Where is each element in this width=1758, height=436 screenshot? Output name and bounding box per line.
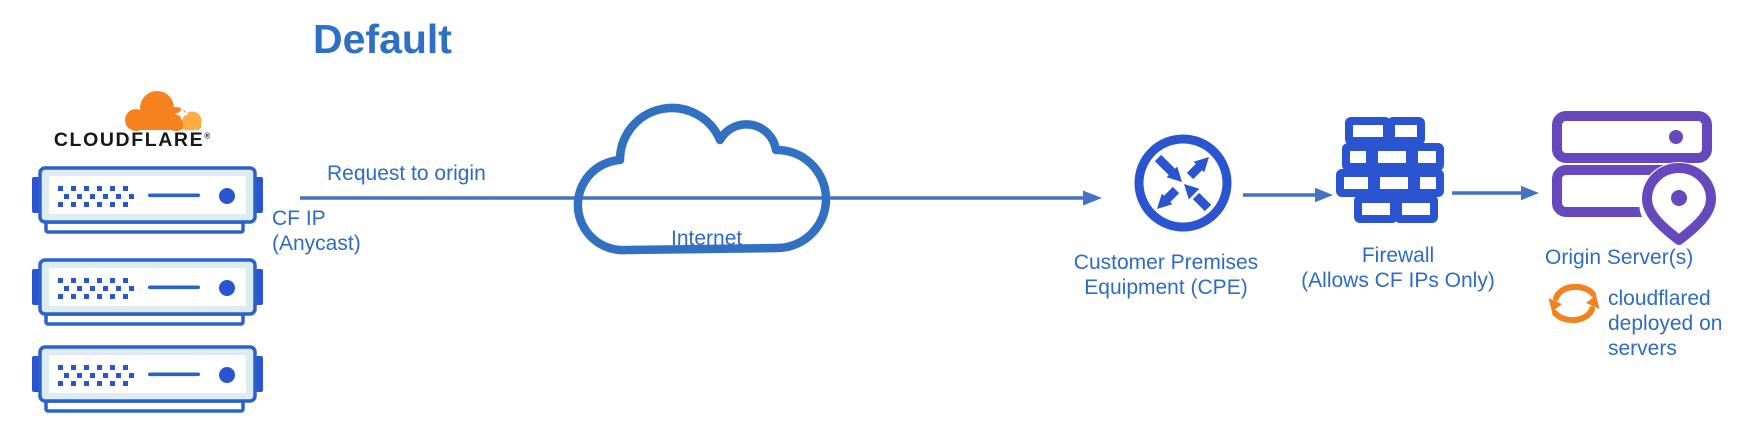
origin-server-icon xyxy=(1552,111,1719,245)
cloudflare-server-icon xyxy=(32,258,263,326)
cloudflare-wordmark: CLOUDFLARE® xyxy=(53,129,211,151)
internet-label: Internet xyxy=(671,227,743,250)
arrowhead-firewall-to-origin xyxy=(1521,185,1539,201)
internet-cloud-icon xyxy=(573,103,831,255)
cloudflare-server-icon xyxy=(32,345,263,413)
cloudflared-sync-icon xyxy=(1548,283,1600,324)
cf-ip-anycast-label: CF IP(Anycast) xyxy=(272,207,361,255)
sparkle-icon xyxy=(175,107,189,121)
cpe-router-icon xyxy=(1134,134,1232,232)
firewall-label: Firewall(Allows CF IPs Only) xyxy=(1301,244,1495,292)
cloudflare-server-icon xyxy=(32,166,263,234)
cloudflare-logo-icon xyxy=(125,91,202,131)
firewall-brick-icon xyxy=(1336,117,1444,223)
request-to-origin-label: Request to origin xyxy=(327,162,486,185)
arrowhead-cpe-to-firewall xyxy=(1315,187,1333,203)
origin-server-label: Origin Server(s) xyxy=(1545,246,1694,269)
arrowhead-main xyxy=(1083,190,1102,206)
diagram-title: Default xyxy=(313,16,452,62)
registered-mark: ® xyxy=(204,131,211,141)
